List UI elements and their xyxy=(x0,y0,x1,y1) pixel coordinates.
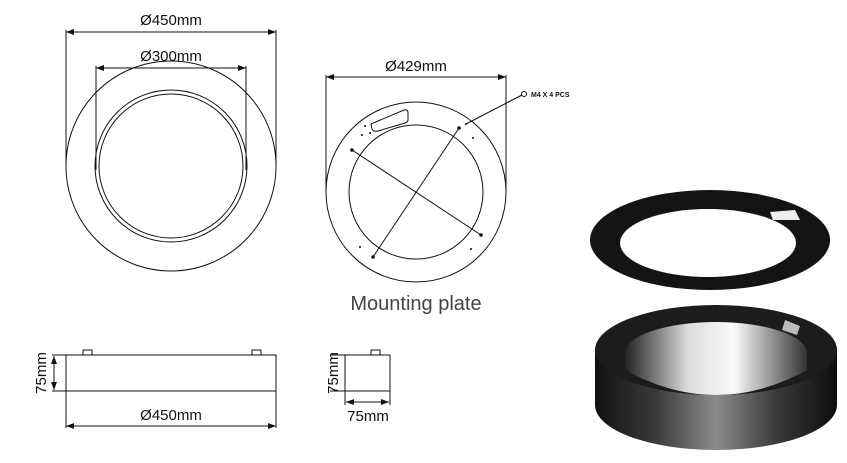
inner-diameter-label: Ø300mm xyxy=(140,48,202,65)
top-view: Ø450mm Ø300mm xyxy=(65,12,277,272)
mounting-plate-caption: Mounting plate xyxy=(350,293,481,315)
screw-spec-label: M4 X 4 PCS xyxy=(531,92,570,99)
plate-3d-render xyxy=(590,190,830,290)
section-height-label: 75mm xyxy=(325,352,342,394)
side-view: 75mm Ø450mm xyxy=(33,349,277,429)
outer-diameter-label: Ø450mm xyxy=(140,12,202,29)
plate-diameter-label: Ø429mm xyxy=(385,58,447,75)
section-width-label: 75mm xyxy=(347,408,389,425)
mounting-plate-view: Ø429mm M4 X 4 PCS Mounting plate xyxy=(325,58,570,315)
ring-3d-render xyxy=(595,305,837,450)
side-diameter-label: Ø450mm xyxy=(140,407,202,424)
side-height-label: 75mm xyxy=(33,352,50,394)
section-view: 75mm 75mm xyxy=(325,349,391,425)
